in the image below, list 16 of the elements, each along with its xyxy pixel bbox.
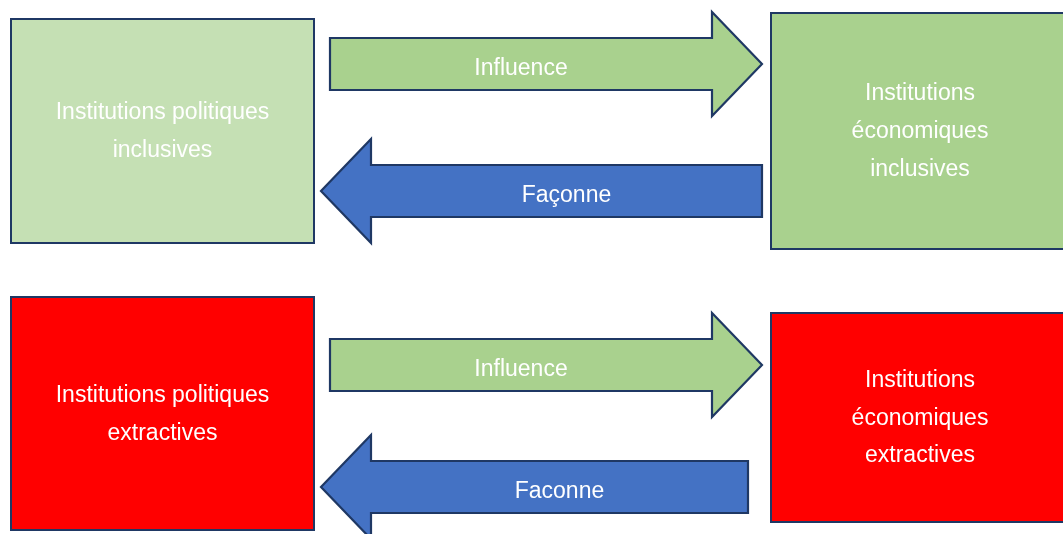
edge-label: Faconne bbox=[514, 477, 605, 505]
block-arrow bbox=[319, 432, 750, 534]
block-arrow bbox=[328, 9, 764, 119]
edge-label: Influence bbox=[474, 54, 568, 82]
block-arrow bbox=[319, 136, 764, 246]
box-label: Institutions politiques extractives bbox=[54, 379, 271, 447]
box-label: Institutions économiques inclusives bbox=[850, 78, 990, 183]
institution-box bbox=[770, 12, 1063, 250]
institution-box bbox=[10, 296, 315, 531]
box-label: Institutions politiques inclusives bbox=[54, 97, 271, 164]
block-arrow bbox=[328, 310, 764, 420]
institution-box bbox=[10, 18, 315, 244]
box-label: Institutions économiques extractives bbox=[850, 364, 990, 470]
edge-label: Influence bbox=[474, 355, 568, 383]
institution-box bbox=[770, 312, 1063, 523]
edge-label: Façonne bbox=[521, 181, 612, 209]
